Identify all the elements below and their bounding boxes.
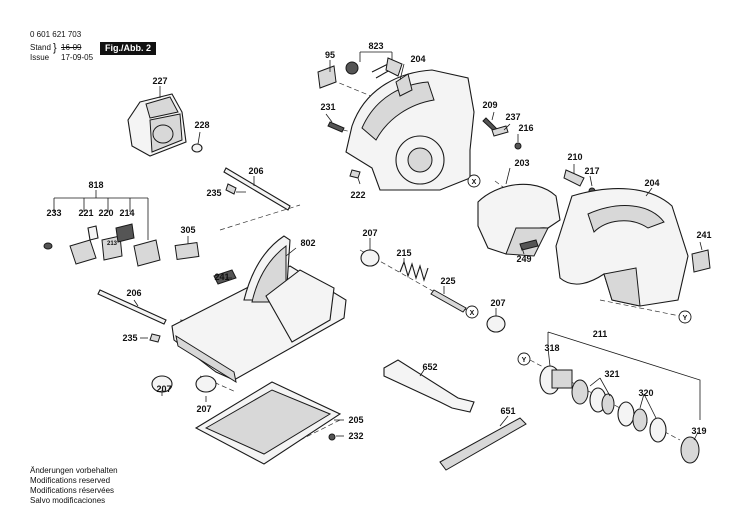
label-318: 318 bbox=[544, 343, 559, 353]
part-number-labels: 95 823 204 231 209 237 216 227 228 206 2… bbox=[46, 41, 711, 441]
label-204-right: 204 bbox=[644, 178, 659, 188]
label-235-upper: 235 bbox=[206, 188, 221, 198]
label-321: 321 bbox=[604, 369, 619, 379]
issue-label: Issue bbox=[30, 53, 50, 62]
label-95: 95 bbox=[325, 50, 335, 60]
part-bushings bbox=[151, 249, 506, 393]
part-rods bbox=[97, 167, 291, 343]
ref-circle-x-1 bbox=[467, 174, 481, 188]
part-lower-guard bbox=[477, 169, 596, 257]
label-231: 231 bbox=[320, 102, 335, 112]
figure-badge: Fig./Abb. 2 bbox=[100, 42, 156, 55]
stand-value: 16-09 bbox=[61, 43, 82, 52]
label-225: 225 bbox=[440, 276, 455, 286]
label-241-left: 241 bbox=[214, 272, 229, 282]
label-802: 802 bbox=[300, 238, 315, 248]
label-213: 213 bbox=[107, 241, 118, 247]
label-220: 220 bbox=[98, 208, 113, 218]
label-221: 221 bbox=[78, 208, 93, 218]
stand-label: Stand bbox=[30, 43, 51, 52]
label-217: 217 bbox=[584, 166, 599, 176]
label-206-lower: 206 bbox=[126, 288, 141, 298]
label-215: 215 bbox=[396, 248, 411, 258]
label-207-b: 207 bbox=[490, 298, 505, 308]
label-210: 210 bbox=[567, 152, 582, 162]
issue-value: 17-09-05 bbox=[61, 53, 94, 62]
label-319: 319 bbox=[691, 426, 706, 436]
note-de: Änderungen vorbehalten bbox=[30, 466, 118, 475]
label-205: 205 bbox=[348, 415, 363, 425]
label-652: 652 bbox=[422, 362, 437, 372]
part-bottom-plate bbox=[194, 381, 342, 465]
label-216: 216 bbox=[518, 123, 533, 133]
ref-x-2: X bbox=[470, 310, 475, 317]
part-motor-cover bbox=[127, 93, 203, 157]
header-brace: } bbox=[53, 42, 57, 54]
label-207-d: 207 bbox=[196, 404, 211, 414]
part-spring-pin bbox=[399, 260, 467, 313]
label-233: 233 bbox=[46, 208, 61, 218]
part-label-plate bbox=[174, 241, 200, 261]
reference-markers: X X Y Y bbox=[465, 174, 692, 366]
label-211: 211 bbox=[593, 329, 608, 339]
part-base-plate bbox=[171, 235, 347, 384]
label-241-right: 241 bbox=[696, 230, 711, 240]
leader-lines bbox=[95, 51, 703, 441]
label-651: 651 bbox=[500, 406, 515, 416]
note-en: Modifications reserved bbox=[30, 476, 111, 485]
document-number: 0 601 621 703 bbox=[30, 30, 82, 39]
part-flange-stack bbox=[539, 331, 701, 464]
ref-x-1: X bbox=[472, 179, 477, 186]
ref-circle-x-2 bbox=[465, 305, 479, 319]
part-small-fasteners bbox=[482, 117, 522, 150]
label-228: 228 bbox=[194, 120, 209, 130]
part-upper-guard-housing bbox=[317, 57, 475, 191]
note-fr: Modifications réservées bbox=[30, 486, 115, 495]
label-818: 818 bbox=[88, 180, 103, 190]
label-235-lower: 235 bbox=[122, 333, 137, 343]
part-switch-group bbox=[43, 197, 161, 267]
label-232: 232 bbox=[348, 431, 363, 441]
label-203: 203 bbox=[514, 158, 529, 168]
label-207-a: 207 bbox=[362, 228, 377, 238]
note-es: Salvo modificaciones bbox=[30, 496, 106, 505]
label-207-c: 207 bbox=[156, 384, 171, 394]
part-tools bbox=[383, 359, 527, 471]
ref-circle-y-1 bbox=[678, 310, 692, 324]
label-320: 320 bbox=[638, 388, 653, 398]
label-222: 222 bbox=[350, 190, 365, 200]
ref-y-1: Y bbox=[683, 315, 688, 322]
label-206-upper: 206 bbox=[248, 166, 263, 176]
label-209: 209 bbox=[482, 100, 497, 110]
label-249: 249 bbox=[516, 254, 531, 264]
label-204-upper: 204 bbox=[410, 54, 425, 64]
ref-circle-y-2 bbox=[517, 352, 531, 366]
label-227: 227 bbox=[152, 76, 167, 86]
label-214: 214 bbox=[119, 208, 134, 218]
part-right-blade-guard bbox=[555, 188, 711, 307]
label-823: 823 bbox=[368, 41, 383, 51]
footnote-block: Änderungen vorbehalten Modifications res… bbox=[30, 466, 118, 506]
label-305: 305 bbox=[180, 225, 195, 235]
ref-y-2: Y bbox=[522, 357, 527, 364]
label-237: 237 bbox=[505, 112, 520, 122]
